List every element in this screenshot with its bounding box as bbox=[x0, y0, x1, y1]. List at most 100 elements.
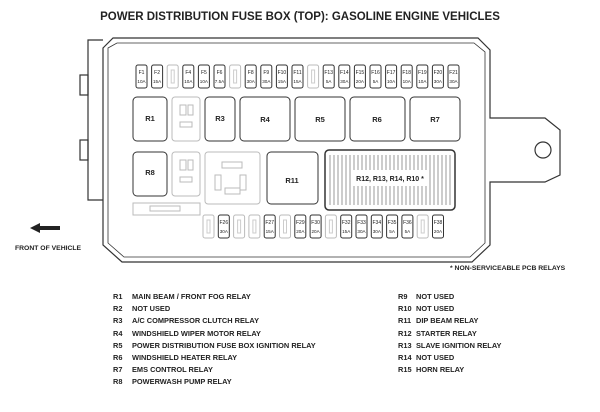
top-fuse-row: F1 10A F2 15A F4 10A F5 10A F6 7.5A F8 30A F9 30A F10 1… bbox=[135, 64, 460, 89]
fuse-rating: 10A bbox=[184, 79, 193, 84]
fuse-id: F2 bbox=[154, 70, 160, 76]
fuse-id: F6 bbox=[217, 70, 223, 76]
legend-description: STARTER RELAY bbox=[416, 328, 477, 338]
fuse-id: F10 bbox=[278, 70, 287, 76]
fuse-id: F17 bbox=[387, 70, 396, 76]
fuse-f21 bbox=[447, 64, 460, 89]
empty-fuse-slot-detail bbox=[206, 219, 211, 234]
legend-code: R5 bbox=[113, 340, 123, 350]
empty-fuse-slot bbox=[233, 214, 246, 239]
relay-r7 bbox=[409, 96, 461, 142]
fuse-id: F9 bbox=[263, 70, 269, 76]
empty-fuse-slot-detail bbox=[252, 219, 257, 234]
bottom-fuse-row: F2630AF2715AF2920AF3020AF3215AF3330AF343… bbox=[202, 214, 444, 239]
fuse-rating: 20A bbox=[312, 229, 321, 234]
fuse-id: F8 bbox=[248, 70, 254, 76]
legend-code: R11 bbox=[398, 316, 412, 326]
legend-description: NOT USED bbox=[132, 304, 171, 314]
legend-description: NOT USED bbox=[416, 304, 455, 314]
empty-fuse-slot bbox=[279, 214, 291, 239]
fuse-id: F19 bbox=[418, 70, 427, 76]
legend-code: R12 bbox=[398, 328, 412, 338]
legend-description: SLAVE IGNITION RELAY bbox=[416, 340, 502, 350]
fuse-box-housing bbox=[79, 37, 561, 263]
empty-relay-sockets bbox=[132, 96, 261, 216]
fuse-rating: 15A bbox=[342, 229, 351, 234]
fuse-f17 bbox=[385, 64, 398, 89]
empty-fuse-slot bbox=[202, 214, 215, 239]
fuse-rating: 5A bbox=[405, 229, 412, 234]
fuse-id: F30 bbox=[311, 220, 320, 226]
fuse-rating: 30A bbox=[373, 229, 382, 234]
legend-code: R13 bbox=[398, 340, 412, 350]
fuse-rating: 10A bbox=[200, 79, 209, 84]
legend-code: R10 bbox=[398, 304, 412, 314]
fuse-id: F36 bbox=[403, 220, 412, 226]
fuse-id: F15 bbox=[356, 70, 365, 76]
fuse-f33 bbox=[355, 214, 368, 239]
fuse-rating: 30A bbox=[340, 79, 349, 84]
fuse-id: F16 bbox=[371, 70, 380, 76]
fuse-id: F18 bbox=[402, 70, 411, 76]
fuse-rating: 30A bbox=[247, 79, 256, 84]
empty-fuse-slot bbox=[416, 214, 429, 239]
relay-r5 bbox=[294, 96, 346, 142]
fuse-id: F33 bbox=[357, 220, 366, 226]
relay-r6 bbox=[349, 96, 406, 142]
legend-description: DIP BEAM RELAY bbox=[416, 316, 479, 326]
legend-code: R3 bbox=[113, 316, 123, 326]
fuse-f8 bbox=[244, 64, 257, 89]
fuse-rating: 15A bbox=[153, 79, 162, 84]
relay-r6-label: R6 bbox=[372, 115, 382, 124]
relay-r4-label: R4 bbox=[260, 115, 270, 124]
fuse-f32 bbox=[340, 214, 353, 239]
fuse-f18 bbox=[400, 64, 413, 89]
legend-code: R6 bbox=[113, 353, 123, 362]
fuse-f16 bbox=[369, 64, 382, 89]
fuse-id: F14 bbox=[340, 70, 349, 76]
empty-fuse-slot bbox=[324, 214, 337, 239]
fuse-f34 bbox=[370, 214, 383, 239]
fuse-f20 bbox=[431, 64, 444, 89]
fuse-f1 bbox=[135, 64, 148, 89]
legend-description: EMS CONTROL RELAY bbox=[132, 365, 213, 375]
relay-r11-label: R11 bbox=[285, 176, 298, 185]
legend-code: R1 bbox=[113, 292, 123, 301]
fuse-id: F27 bbox=[265, 220, 274, 226]
fuse-rating: 7.5A bbox=[215, 79, 225, 84]
fuse-rating: 5A bbox=[326, 79, 333, 84]
fuse-id: F5 bbox=[201, 70, 207, 76]
fuse-f6 bbox=[213, 64, 226, 89]
fuse-rating: 20A bbox=[296, 229, 305, 234]
fuse-f19 bbox=[416, 64, 429, 89]
legend-code: R8 bbox=[113, 377, 123, 387]
legend-code: R2 bbox=[113, 304, 123, 314]
front-arrow-icon bbox=[30, 223, 60, 233]
fuse-id: F1 bbox=[139, 70, 145, 76]
relay-r7-label: R7 bbox=[430, 115, 440, 124]
fuse-rating: 10A bbox=[137, 79, 146, 84]
empty-fuse-slot-detail bbox=[328, 219, 333, 234]
legend-description: POWERWASH PUMP RELAY bbox=[132, 377, 232, 387]
fuse-rating: 10A bbox=[403, 79, 412, 84]
fuse-f10 bbox=[275, 64, 288, 89]
relay-r1 bbox=[132, 96, 168, 142]
legend-code: R7 bbox=[113, 365, 123, 375]
fuse-id: F20 bbox=[434, 70, 443, 76]
legend-description: HORN RELAY bbox=[416, 365, 465, 375]
relay-r3 bbox=[204, 96, 236, 142]
fuse-id: F13 bbox=[324, 70, 333, 76]
fuse-rating: 30A bbox=[220, 229, 229, 234]
fuse-f35 bbox=[386, 214, 399, 239]
fuse-rating: 10A bbox=[387, 79, 396, 84]
legend-description: A/C COMPRESSOR CLUTCH RELAY bbox=[132, 316, 260, 326]
fuse-rating: 10A bbox=[418, 79, 427, 84]
fuse-f13 bbox=[322, 64, 335, 89]
fuse-id: F32 bbox=[342, 220, 351, 226]
fuse-id: F35 bbox=[388, 220, 397, 226]
fuse-rating: 30A bbox=[262, 79, 271, 84]
legend-description: POWER DISTRIBUTION FUSE BOX IGNITION REL… bbox=[132, 340, 316, 350]
fuse-id: F4 bbox=[185, 70, 191, 76]
fuse-rating: 5A bbox=[389, 229, 396, 234]
legend-code: R14 bbox=[398, 353, 412, 362]
